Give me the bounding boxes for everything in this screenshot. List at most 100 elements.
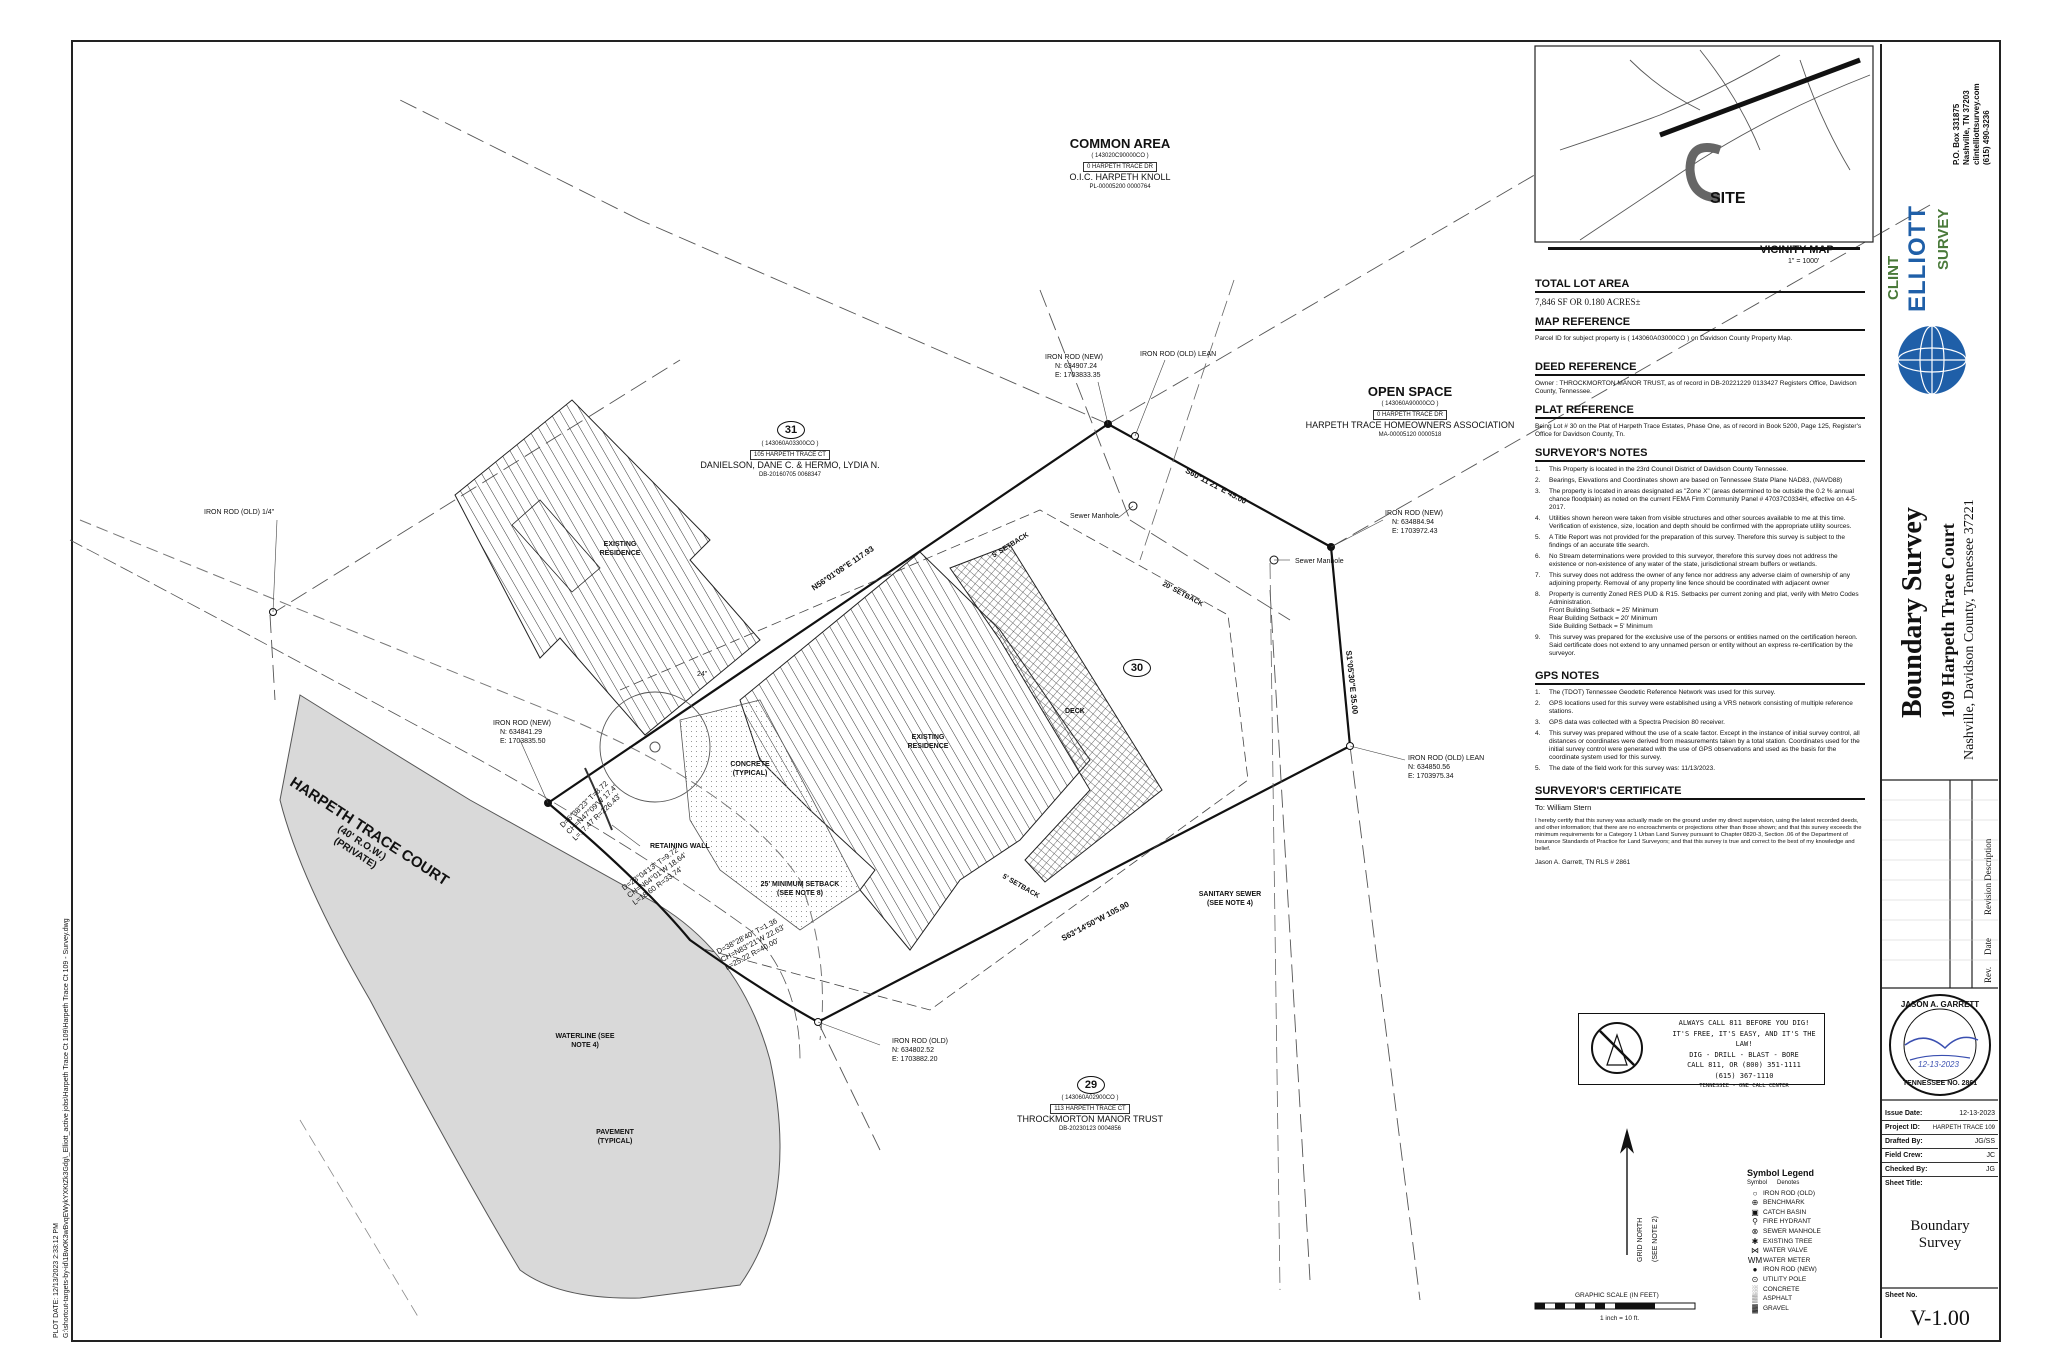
gps-note-text: GPS locations used for this survey were … <box>1549 700 1853 715</box>
legend-row: ✱EXISTING TREE <box>1747 1237 1867 1247</box>
road-edge-south <box>299 1119 421 1321</box>
sanitary-sewer <box>1139 279 1281 1291</box>
legend-label: WATER METER <box>1763 1256 1811 1264</box>
plat-reference-text: Being Lot # 30 on the Plat of Harpeth Tr… <box>1535 423 1862 438</box>
legend-row: ○IRON ROD (OLD) <box>1747 1189 1867 1199</box>
lot29-number: 29 <box>1077 1076 1105 1094</box>
notes-column: TOTAL LOT AREA 7,846 SF OR 0.180 ACRES± … <box>1535 270 1865 869</box>
lot30-existing-residence-label: EXISTING RESIDENCE <box>907 734 949 750</box>
gps-note-text: The (TDOT) Tennessee Geodetic Reference … <box>1549 689 1776 696</box>
open-space-owner: HARPETH TRACE HOMEOWNERS ASSOCIATION <box>1305 420 1515 430</box>
surveyor-note-number: 2. <box>1535 477 1541 484</box>
company-email: clintelliottsurvey.com <box>1972 83 1981 165</box>
common-area-address: 0 HARPETH TRACE DR <box>1083 162 1157 172</box>
legend-row: ⋈ WATER VALVE <box>1747 1246 1867 1256</box>
pavement-label: PAVEMENT (TYPICAL) <box>596 1129 634 1145</box>
waterline <box>69 539 801 1061</box>
plot-date: PLOT DATE: 12/13/2023 2:33:12 PM <box>53 1223 60 1338</box>
sheet-number-key: Sheet No. <box>1885 1292 1918 1299</box>
seal-signature-date: 12-13-2023 <box>1918 1060 1959 1069</box>
legend-symbol-icon: ○ <box>1752 1188 1758 1198</box>
revision-number-header: Rev. <box>1983 966 1993 983</box>
total-lot-area-value: 7,846 SF OR 0.180 ACRES± <box>1535 297 1641 307</box>
call-811-icon <box>1591 1022 1643 1074</box>
common-area-label: COMMON AREA ( 143020C90000CO ) 0 HARPETH… <box>990 136 1250 191</box>
legend-label: WATER VALVE <box>1763 1247 1808 1255</box>
drafted-by-value: JG/SS <box>1974 1138 1995 1145</box>
legend-label: UTILITY POLE <box>1763 1275 1807 1283</box>
legend-row: ●IRON ROD (NEW) <box>1747 1265 1867 1275</box>
company-city: Nashville, TN 37203 <box>1962 90 1971 165</box>
lot31-existing-residence-label: EXISTING RESIDENCE <box>599 541 641 557</box>
sanitary-sewer-label: SANITARY SEWER (SEE NOTE 4) <box>1198 891 1262 907</box>
deed-reference-text: Owner : THROCKMORTON MANOR TRUST, as of … <box>1535 380 1857 395</box>
company-po-box: P.O. Box 331875 <box>1952 103 1961 165</box>
issue-date-value: 12-13-2023 <box>1959 1110 1995 1117</box>
company-name-survey: SURVEY <box>1935 208 1952 270</box>
issue-date-row: Issue Date:12-13-2023 <box>1882 1108 1998 1121</box>
revision-date-header: Date <box>1983 938 1993 955</box>
seal-license: TENNESSEE NO. 2861 <box>1902 1080 1978 1087</box>
deck <box>949 544 1163 883</box>
call-811-warning: ALWAYS CALL 811 BEFORE YOU DIG! IT'S FRE… <box>1578 1013 1825 1089</box>
drawing-title: Boundary Survey <box>1897 507 1928 718</box>
gps-note-item: 2.GPS locations used for this survey wer… <box>1535 700 1865 716</box>
property-boundary <box>547 423 1352 1023</box>
legend-row: ⊗SEWER MANHOLE <box>1747 1227 1867 1237</box>
drafted-by-row: Drafted By:JG/SS <box>1882 1136 1998 1149</box>
certificate-text: I hereby certify that this survey was ac… <box>1535 818 1862 852</box>
surveyor-seal <box>1889 994 1991 1096</box>
iro-lean-top-title: IRON ROD (OLD) LEAN <box>1140 351 1217 358</box>
surveyor-note-number: 4. <box>1535 515 1541 522</box>
irn-left-north: N: 634841.29 <box>500 729 543 736</box>
open-space-title: OPEN SPACE <box>1367 384 1453 399</box>
surveyor-note-item: 4.Utilities shown hereon were taken from… <box>1535 515 1865 531</box>
company-name-clint: CLINT <box>1885 255 1902 300</box>
gps-note-number: 3. <box>1535 719 1541 726</box>
graphic-scale-title: GRAPHIC SCALE (IN FEET) <box>1575 1292 1659 1299</box>
surveyor-note-number: 9. <box>1535 634 1541 641</box>
legend-label: SEWER MANHOLE <box>1763 1227 1821 1235</box>
north-arrow <box>1620 1128 1634 1255</box>
vicinity-map-scale: 1" = 1000' <box>1788 258 1820 265</box>
surveyor-note-text: Property is currently Zoned RES PUD & R1… <box>1549 591 1859 630</box>
open-space-address: 0 HARPETH TRACE DR <box>1373 410 1447 420</box>
concrete-label: CONCRETE (TYPICAL) <box>730 761 770 777</box>
legend-row: ▓GRAVEL <box>1747 1304 1867 1314</box>
road-pavement <box>279 694 781 1299</box>
vicinity-map-title: VICINITY MAP <box>1760 244 1834 256</box>
lot31-address: 105 HARPETH TRACE CT <box>750 450 830 460</box>
seal-name: JASON A. GARRETT <box>1900 1000 1980 1009</box>
grid-north-note: (SEE NOTE 2) <box>1652 1216 1659 1262</box>
legend-title: Symbol Legend <box>1747 1168 1815 1178</box>
gps-note-text: This survey was prepared without the use… <box>1549 730 1860 761</box>
call-811-line-1: ALWAYS CALL 811 BEFORE YOU DIG! <box>1678 1019 1810 1027</box>
waterline-label: WATERLINE (SEE NOTE 4) <box>555 1033 615 1049</box>
iro-bottom-east: E: 1703882.20 <box>892 1056 938 1063</box>
surveyor-notes-heading: SURVEYOR'S NOTES <box>1535 447 1865 462</box>
retaining-wall <box>584 767 613 831</box>
legend-row: ▒ASPHALT <box>1747 1294 1867 1304</box>
iron-rod-old-quarter-label: IRON ROD (OLD) 1/4" <box>204 509 275 516</box>
sheet-title-value: Boundary Survey <box>1910 1218 1970 1251</box>
surveyor-note-item: 7.This survey does not address the owner… <box>1535 572 1865 588</box>
certificate-heading: SURVEYOR'S CERTIFICATE <box>1535 785 1865 800</box>
surveyor-note-item: 1.This Property is located in the 23rd C… <box>1535 466 1865 474</box>
legend-symbol-icon: ⋈ <box>1751 1246 1759 1256</box>
surveyor-note-text: A Title Report was not provided for the … <box>1549 534 1846 549</box>
common-area-owner: O.I.C. HARPETH KNOLL <box>1069 172 1171 182</box>
project-city-line: Nashville, Davidson County, Tennessee 37… <box>1962 499 1977 760</box>
legend-label: FIRE HYDRANT <box>1763 1218 1812 1226</box>
map-reference-heading: MAP REFERENCE <box>1535 316 1865 331</box>
iro-bottom-north: N: 634802.52 <box>892 1047 935 1054</box>
legend-label: ASPHALT <box>1763 1295 1793 1303</box>
plat-reference-heading: PLAT REFERENCE <box>1535 404 1865 419</box>
legend-row: ░CONCRETE <box>1747 1285 1867 1295</box>
surveyor-note-number: 6. <box>1535 553 1541 560</box>
irn-right-title: IRON ROD (NEW) <box>1385 510 1443 517</box>
legend-symbol-icon: ▣ <box>1751 1207 1759 1217</box>
legend-col-denotes: Denotes <box>1777 1180 1800 1186</box>
drawing-sheet-border <box>71 40 2001 1342</box>
call-811-line-4: CALL 811, OR (800) 351-1111 <box>1687 1061 1801 1069</box>
call-811-line-2: IT'S FREE, IT'S EASY, AND IT'S THE LAW! <box>1672 1029 1816 1049</box>
